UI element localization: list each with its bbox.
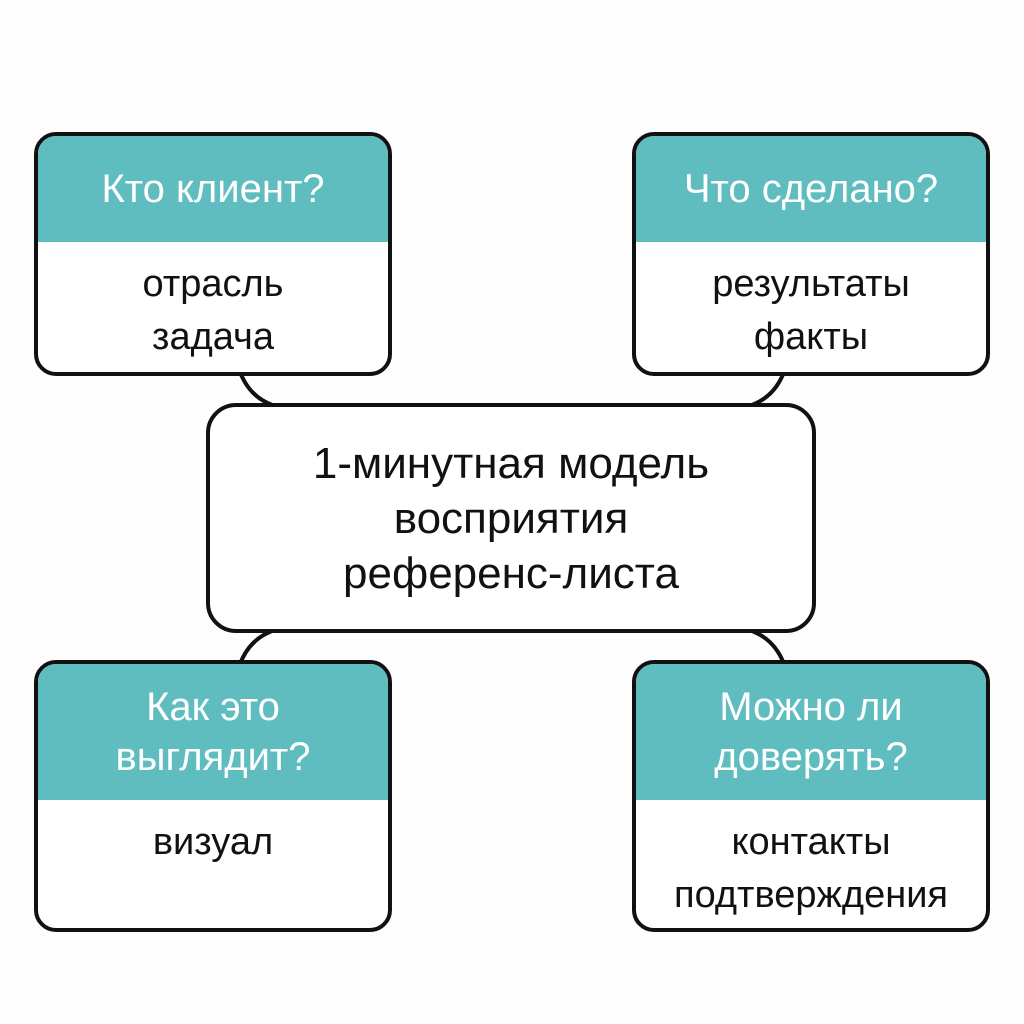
body-item: контакты [731, 821, 891, 863]
node-header: Как это выглядит? [38, 664, 388, 800]
center-node: 1-минутная модель восприятия референс-ли… [206, 403, 816, 633]
node-header: Что сделано? [636, 136, 986, 242]
body-item: задача [152, 316, 274, 359]
connector-bottom-left [238, 628, 276, 665]
header-text: Что сделано? [683, 167, 939, 211]
header-text: Как это [146, 685, 280, 729]
center-title-line: восприятия [393, 493, 629, 543]
header-text: выглядит? [115, 735, 311, 779]
node-body: визуал [38, 800, 388, 869]
node-header: Можно ли доверять? [636, 664, 986, 800]
body-item: подтверждения [674, 874, 948, 917]
node-body: результаты факты [636, 242, 986, 364]
header-text: доверять? [714, 735, 908, 779]
header-text: Можно ли [719, 685, 903, 729]
center-title-line: 1-минутная модель [312, 438, 710, 488]
connector-bottom-right [748, 628, 786, 665]
center-title-line: референс-листа [343, 548, 679, 598]
node-body: отрасль задача [38, 242, 388, 364]
node-header: Кто клиент? [38, 136, 388, 242]
connector-top-right [748, 371, 786, 408]
header-text: Кто клиент? [101, 167, 325, 211]
body-item: визуал [152, 821, 274, 863]
body-item: результаты [712, 263, 910, 305]
node-how-looks: Как это выглядит? визуал [34, 660, 392, 932]
connector-top-left [238, 371, 276, 408]
body-item: факты [753, 316, 869, 359]
body-item: отрасль [142, 263, 284, 305]
node-what-done: Что сделано? результаты факты [632, 132, 990, 376]
node-can-trust: Можно ли доверять? контакты подтверждени… [632, 660, 990, 932]
node-body: контакты подтверждения [636, 800, 986, 922]
node-who-client: Кто клиент? отрасль задача [34, 132, 392, 376]
